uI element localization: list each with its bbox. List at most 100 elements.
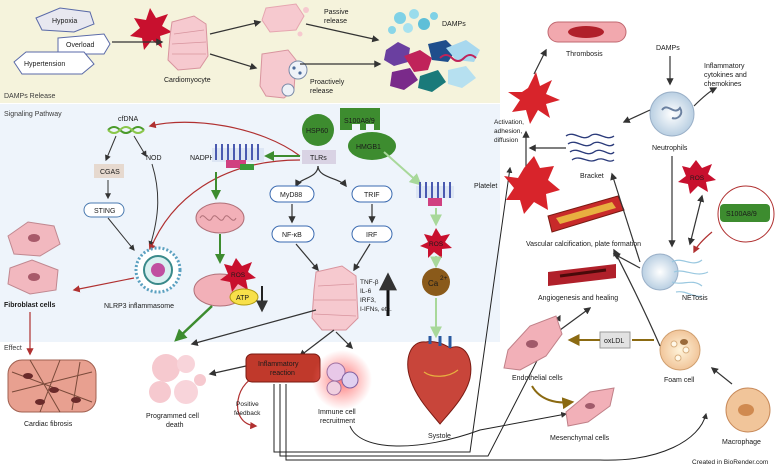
netosis: NETosis [610,172,709,302]
ros-label-2: ROS [429,241,444,248]
ruptured-cell-icon [261,3,305,33]
foam-macrophage: Foam cell Macrophage [599,248,771,461]
activation-label-3: diffusion [494,137,518,144]
damps-right-label: DAMPs [656,45,680,52]
signaling-band [0,104,500,342]
angiogenesis: Angiogenesis and healing [538,264,618,331]
vesicle-icon [288,60,308,80]
netosis-label: NETosis [682,295,708,302]
passive-label-2: release [324,18,347,25]
sting-label: STING [94,208,115,215]
s100a8-9-label: S100A8/9 [344,118,375,125]
section-signaling-pathway: Signaling Pathway [4,111,62,118]
systemic-line-3 [285,384,600,461]
calcium-icon [422,268,450,296]
vesicle-icon-2 [281,83,295,97]
ros-s100-loop: ROS S100A8/9 [678,160,775,254]
bracket-structure: Bracket [528,133,615,180]
tlr-complex: HSP60 S100A8/9 HMGB1 TLRs [295,108,422,188]
bracket-icon [565,133,615,162]
hsp60-label: HSP60 [306,128,328,135]
systemic-line-1 [273,166,513,453]
sting-box [83,202,125,218]
cfdna-branch: cfDNA CGAS NOD STING [83,116,162,251]
thrombosis-label: Thrombosis [566,51,603,58]
red-feedback-arrows [148,121,301,252]
cardiac-fibrosis: Cardiac fibrosis [7,359,97,428]
tlrs-box [302,150,336,164]
immune-label-2: recruitment [320,418,355,425]
immune-label-1: Immune cell [318,409,356,416]
damps-cluster: DAMPs [384,9,480,92]
s100a8-9-right-label: S100A8/9 [726,211,757,218]
ros-right-label: ROS [690,175,705,182]
hypertension-shape [13,51,95,75]
cytokine-4: I-IFNs, etc. [360,306,392,313]
healing-vessel-icon [548,264,616,286]
passive-label-1: Passive [324,9,349,16]
stressors: Hypoxia Overload Hypertension [13,7,172,75]
cardiomyocyte-label: Cardiomyocyte [164,77,211,84]
neutrophil-icon [649,91,695,137]
cytokine-1: TNF-β [360,279,379,286]
to-proactive-arrow [209,53,258,70]
cytokines-label-1: Inflammatory [704,63,745,70]
cytokines-label-3: chemokines [704,81,742,88]
foam-cell-icon [659,329,701,371]
cytokine-2: IL-6 [360,288,372,295]
programmed-cell-death: Programmed cell death [146,354,206,429]
proactive-release: Proactively release [259,49,382,99]
activation-label-2: adhesion, [494,128,522,135]
section-effect: Effect [4,345,22,352]
inflammatory-reaction-box [245,353,321,383]
ros-star-icon-2 [420,228,452,258]
heart-systole: Systole [407,336,472,440]
myd88-label: MyD88 [280,192,302,199]
oxldl-label: oxLDL [604,338,624,345]
macrophage-label: Macrophage [722,439,761,446]
activation-label-1: Activation, [494,119,524,126]
nadph-oxidase [211,144,300,200]
mitochondria: ROS ATP [174,202,268,342]
overload-shape [57,33,111,55]
vascular-label: Vascular calcification, plate formation [526,241,641,248]
damps-label: DAMPs [442,21,466,28]
nadph-label: NADPH [190,155,215,162]
platelet-icon [504,156,560,214]
section-damps-release: DAMPs Release [4,93,55,100]
cytokine-3: IRF3, [360,297,376,304]
hmgb1-label: HMGB1 [356,144,381,151]
target-cardiomyocyte: TNF-β IL-6 IRF3, I-IFNs, etc. [190,265,397,357]
cardiomyocyte-target-icon [311,265,359,331]
ros-label: ROS [231,272,246,279]
bracket-label: Bracket [580,173,604,180]
positive-feedback-label-1: Positive [236,401,259,408]
trif-label: TRIF [364,192,380,199]
hypoxia-label: Hypoxia [52,18,77,25]
overload-label: Overload [66,42,95,49]
endothelial-label: Endothelial cells [512,375,563,382]
credit-label: Created in BioRender.com [692,459,768,466]
tlrs-label: TLRs [310,155,327,162]
nod-label: NOD [146,155,162,162]
inflammatory-reaction: Inflammatory reaction [245,166,600,461]
cgas-box [94,164,124,178]
myd88-box [269,185,315,203]
to-passive-arrow [209,19,262,35]
systole-label: Systole [428,433,451,440]
positive-feedback-label-2: feedback [234,410,261,417]
inflammatory-label-1: Inflammatory [258,361,299,368]
nlrp3-inflammasome: NLRP3 inflammasome [72,246,182,310]
activated-platelet-icon [508,72,560,124]
injury-star-icon [130,8,172,50]
calcium-pathway: ROS Ca 2+ [416,182,454,339]
fibrosis-tissue-icon [7,359,97,413]
mitochondrion-icon [195,202,245,234]
s100a8-9-icon [340,108,380,130]
netosis-cell-icon [641,253,679,291]
cardiomyocyte-cell: Cardiomyocyte [164,15,211,84]
trif-box [351,185,393,203]
endothelial-oxldl: Endothelial cells oxLDL Mesenchymal cell… [503,315,654,442]
ros-star-icon-3 [678,160,716,194]
